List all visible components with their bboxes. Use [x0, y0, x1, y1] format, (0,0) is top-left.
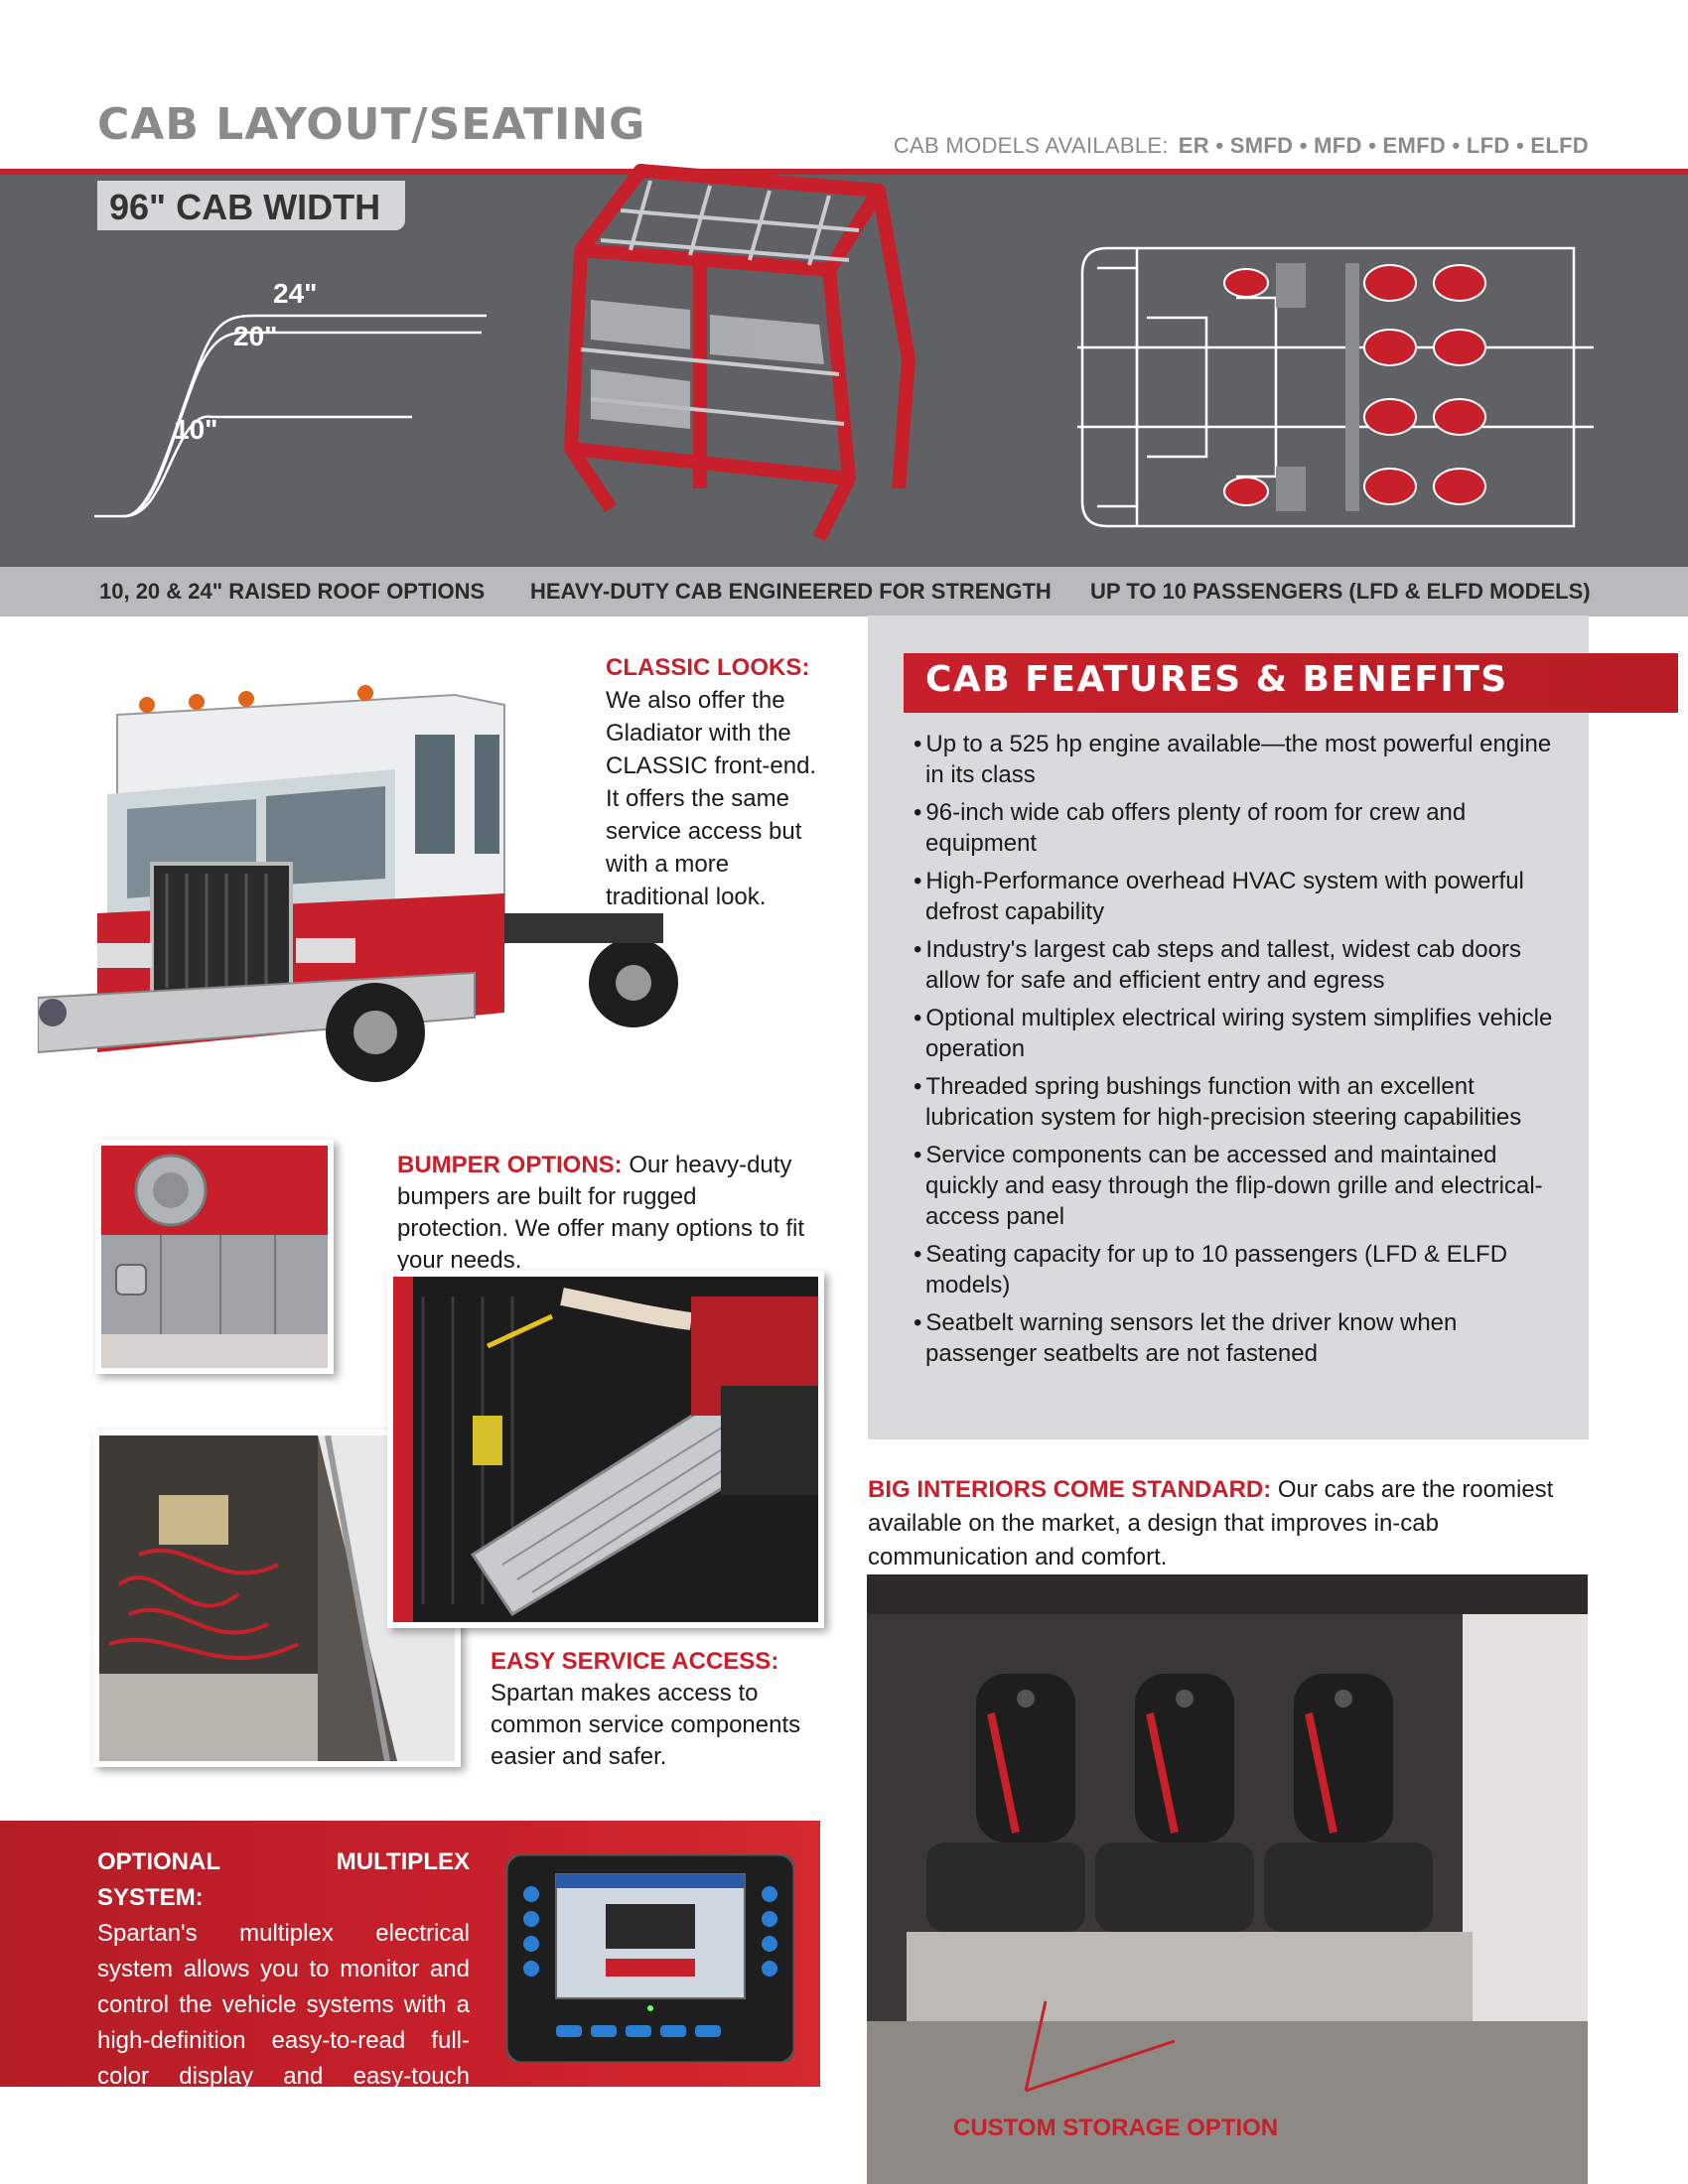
multiplex-display-unit [506, 1854, 794, 2063]
easy-service-heading: EASY SERVICE ACCESS: [491, 1648, 779, 1675]
page-title: CAB LAYOUT/SEATING [97, 99, 646, 150]
classic-truck-photo [38, 675, 723, 1092]
caption-heavy-duty-cab: HEAVY-DUTY CAB ENGINEERED FOR STRENGTH [530, 579, 1052, 604]
cab-models-line: CAB MODELS AVAILABLE: ER • SMFD • MFD • E… [894, 133, 1589, 159]
bumper-options-body: Our heavy-duty bumpers are built for rug… [397, 1152, 804, 1274]
cab-models-list: ER • SMFD • MFD • EMFD • LFD • ELFD [1178, 133, 1589, 158]
feature-item: Up to a 525 hp engine available—the most… [906, 729, 1561, 790]
multiplex-body: Spartan's multiplex electrical system al… [97, 1920, 470, 2125]
easy-service-text: EASY SERVICE ACCESS: Spartan makes acces… [491, 1646, 808, 1773]
bumper-options-heading: BUMPER OPTIONS: [397, 1152, 623, 1178]
caption-strip [0, 567, 1688, 616]
cab-frame-illustration [564, 164, 915, 542]
seating-layout-diagram [1077, 246, 1594, 528]
caption-passengers: UP TO 10 PASSENGERS (LFD & ELFD MODELS) [1090, 579, 1591, 604]
feature-item: Optional multiplex electrical wiring sys… [906, 1003, 1561, 1064]
classic-looks-text: CLASSIC LOOKS: We also offer the Gladiat… [606, 651, 834, 913]
roof-height-24: 24" [273, 278, 317, 309]
feature-item: Seating capacity for up to 10 passengers… [906, 1239, 1561, 1300]
raised-roof-diagram: 24" 20" 10" [94, 278, 487, 518]
feature-item: 96-inch wide cab offers plenty of room f… [906, 797, 1561, 859]
service-access-photo [387, 1271, 824, 1628]
feature-item: High-Performance overhead HVAC system wi… [906, 866, 1561, 927]
caption-roof-options: 10, 20 & 24" RAISED ROOF OPTIONS [99, 579, 486, 604]
interior-seating-photo [867, 1574, 1588, 2184]
classic-looks-body: We also offer the Gladiator with the CLA… [606, 687, 817, 910]
roof-height-10: 10" [174, 414, 217, 445]
feature-item: Service components can be accessed and m… [906, 1140, 1561, 1232]
header-divider [0, 169, 1688, 175]
bumper-options-text: BUMPER OPTIONS: Our heavy-duty bumpers a… [397, 1150, 814, 1277]
classic-looks-heading: CLASSIC LOOKS: [606, 654, 810, 681]
features-title-bar [904, 653, 1678, 713]
cab-models-label: CAB MODELS AVAILABLE: [893, 133, 1169, 158]
features-list: Up to a 525 hp engine available—the most… [906, 729, 1561, 1376]
custom-storage-label: CUSTOM STORAGE OPTION [953, 2115, 1279, 2141]
big-interiors-text: BIG INTERIORS COME STANDARD: Our cabs ar… [868, 1473, 1593, 1574]
feature-item: Seatbelt warning sensors let the driver … [906, 1307, 1561, 1369]
big-interiors-heading: BIG INTERIORS COME STANDARD: [868, 1476, 1272, 1503]
multiplex-heading: OPTIONAL MULTIPLEX SYSTEM: [97, 1848, 470, 1911]
feature-item: Industry's largest cab steps and tallest… [906, 934, 1561, 996]
multiplex-text: OPTIONAL MULTIPLEX SYSTEM: Spartan's mul… [97, 1844, 470, 2130]
features-title: CAB FEATURES & BENEFITS [925, 659, 1508, 700]
feature-item: Threaded spring bushings function with a… [906, 1071, 1561, 1133]
big-interiors-body: Our cabs are the roomiest available on t… [868, 1476, 1554, 1570]
easy-service-body: Spartan makes access to common service c… [491, 1680, 801, 1770]
cab-width-tab [97, 181, 405, 230]
roof-height-20: 20" [233, 321, 277, 351]
bumper-photo [95, 1140, 334, 1374]
cab-width-label: 96" CAB WIDTH [109, 187, 381, 227]
